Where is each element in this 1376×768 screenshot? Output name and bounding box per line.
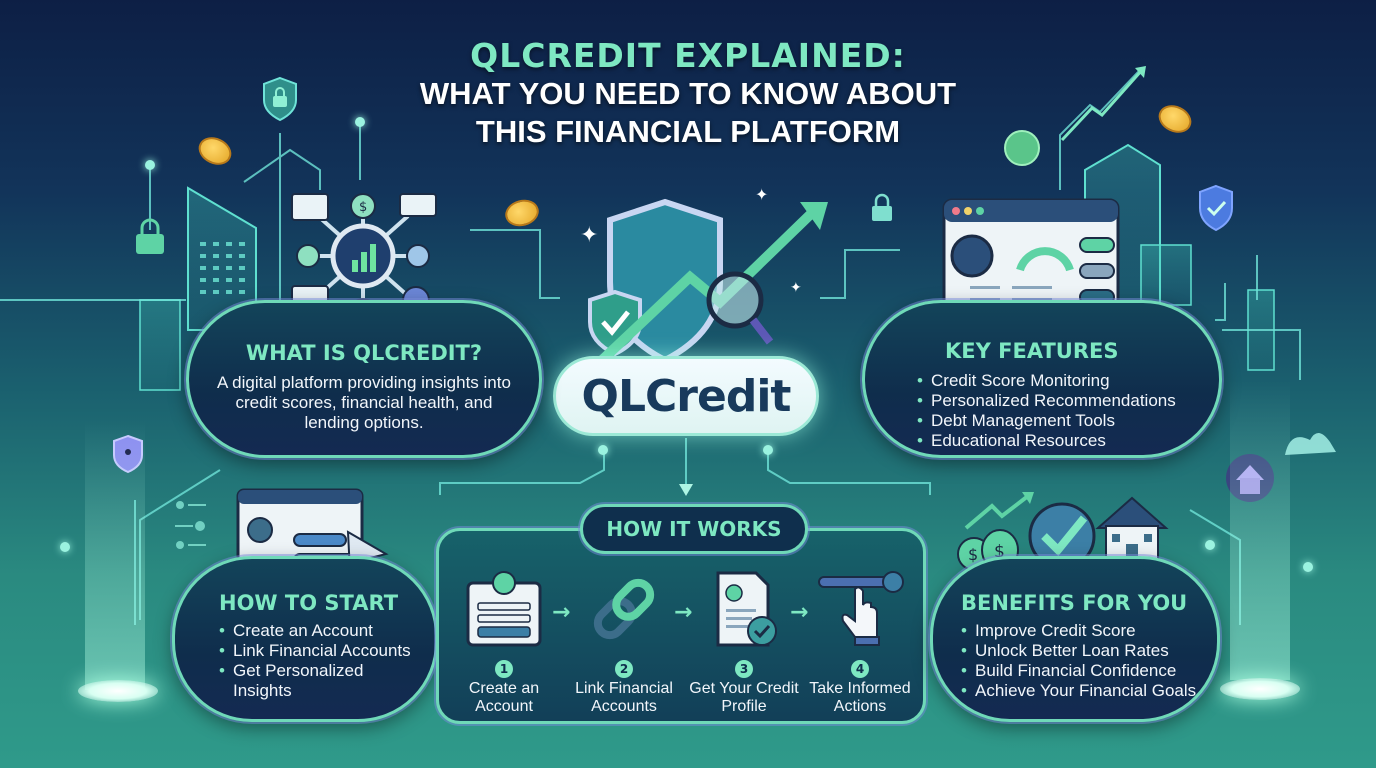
page-subtitle-line2: THIS FINANCIAL PLATFORM: [475, 114, 901, 149]
svg-text:✦: ✦: [580, 223, 598, 248]
glow-dot: [1205, 540, 1215, 550]
glow-dot: [1303, 562, 1313, 572]
step-label: Get Your Credit Profile: [689, 680, 799, 715]
how-to-start-list: Create an Account Link Financial Account…: [219, 621, 425, 701]
step-number: 2: [615, 660, 633, 678]
list-item: Link Financial Accounts: [219, 641, 425, 661]
key-features-list: Credit Score Monitoring Personalized Rec…: [917, 371, 1199, 451]
glow-platform-right: [1220, 678, 1300, 700]
list-item: Educational Resources: [917, 431, 1199, 451]
benefits-list: Improve Credit Score Unlock Better Loan …: [961, 621, 1207, 701]
step-label: Link Financial Accounts: [575, 680, 673, 715]
step-3: 3 Get Your Credit Profile: [686, 564, 802, 716]
brand-name: QLCredit: [581, 370, 792, 422]
step-2: 2 Link Financial Accounts: [566, 564, 682, 716]
light-beam-left: [85, 420, 145, 690]
logo-emblem: ✦ ✦ ✦: [580, 185, 828, 366]
chain-link-icon: [566, 564, 682, 654]
what-is-description: A digital platform providing insights in…: [217, 373, 511, 432]
step-1: 1 Create an Account: [446, 564, 562, 716]
svg-text:$: $: [968, 545, 978, 564]
how-it-works-header: HOW IT WORKS: [580, 504, 808, 554]
svg-text:$: $: [359, 200, 367, 215]
step-number: 1: [495, 660, 513, 678]
list-item: Create an Account: [219, 621, 425, 641]
how-it-works-title: HOW IT WORKS: [606, 517, 782, 541]
step-label: Create an Account: [468, 680, 540, 715]
benefits-panel: BENEFITS FOR YOU Improve Credit Score Un…: [930, 556, 1220, 722]
list-item: Debt Management Tools: [917, 411, 1199, 431]
page-title: QLCREDIT EXPLAINED:: [470, 36, 906, 75]
step-label: Take Informed Actions: [809, 680, 911, 715]
key-features-title: KEY FEATURES: [945, 339, 1119, 363]
account-form-icon: [446, 564, 562, 654]
arrow-right-icon: →: [790, 600, 809, 625]
credit-profile-doc-icon: [686, 564, 802, 654]
arrow-right-icon: →: [674, 600, 693, 625]
svg-text:✦: ✦: [755, 185, 768, 204]
step-4: 4 Take Informed Actions: [802, 564, 918, 716]
page-subtitle-line1: WHAT YOU NEED TO KNOW ABOUT: [419, 76, 957, 111]
list-item: Get Personalized Insights: [219, 661, 425, 701]
how-to-start-panel: HOW TO START Create an Account Link Fina…: [172, 556, 438, 722]
glow-dot: [355, 117, 365, 127]
glow-dot: [60, 542, 70, 552]
what-is-panel: WHAT IS QLCREDIT? A digital platform pro…: [186, 300, 542, 458]
svg-text:✦: ✦: [790, 280, 802, 296]
light-beam-right: [1230, 380, 1290, 680]
glow-dot: [145, 160, 155, 170]
list-item: Improve Credit Score: [961, 621, 1207, 641]
step-number: 4: [851, 660, 869, 678]
page-header: QLCREDIT EXPLAINED: WHAT YOU NEED TO KNO…: [0, 36, 1376, 151]
step-number: 3: [735, 660, 753, 678]
list-item: Unlock Better Loan Rates: [961, 641, 1207, 661]
key-features-panel: KEY FEATURES Credit Score Monitoring Per…: [862, 300, 1222, 458]
list-item: Achieve Your Financial Goals: [961, 681, 1207, 701]
glow-dot: [598, 445, 608, 455]
arrow-right-icon: →: [552, 600, 571, 625]
glow-dot: [763, 445, 773, 455]
glow-platform-left: [78, 680, 158, 702]
hand-pointer-slider-icon: [802, 564, 918, 654]
how-to-start-title: HOW TO START: [219, 591, 399, 615]
what-is-title: WHAT IS QLCREDIT?: [245, 341, 483, 365]
brand-logo: QLCredit: [553, 356, 819, 436]
list-item: Personalized Recommendations: [917, 391, 1199, 411]
list-item: Build Financial Confidence: [961, 661, 1207, 681]
benefits-title: BENEFITS FOR YOU: [961, 591, 1188, 615]
svg-text:$: $: [994, 542, 1005, 562]
list-item: Credit Score Monitoring: [917, 371, 1199, 391]
